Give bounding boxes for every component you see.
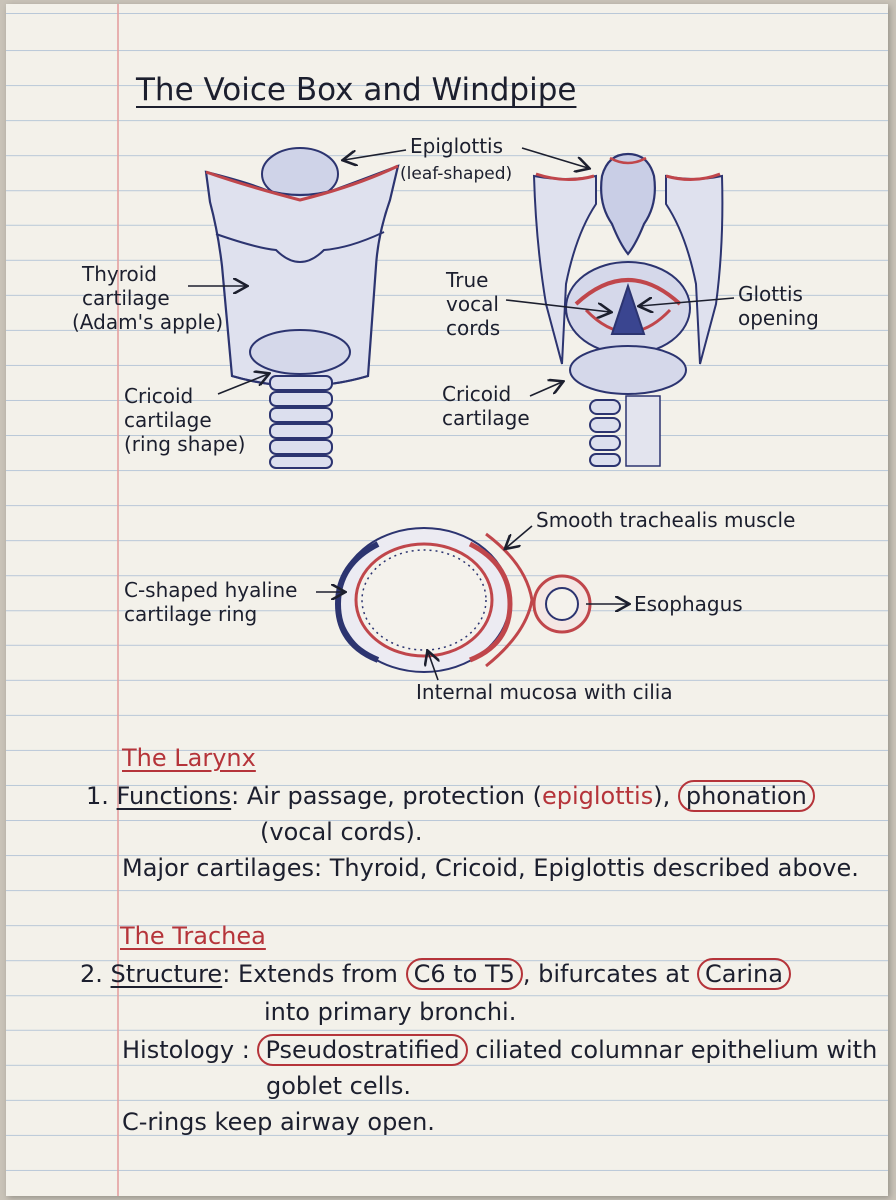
larynx-functions-line: 1. Functions: Air passage, protection (e… — [86, 780, 815, 812]
heading-trachea: The Trachea — [120, 922, 266, 950]
carina-circled: Carina — [697, 958, 791, 990]
label-esophagus: Esophagus — [634, 592, 743, 616]
label-internal-mucosa: Internal mucosa with cilia — [416, 680, 673, 704]
label-thyroid-cartilage: Thyroid cartilage (Adam's apple) — [72, 262, 224, 334]
larynx-major-cartilages: Major cartilages: Thyroid, Cricoid, Epig… — [122, 854, 859, 882]
phonation-circled: phonation — [677, 780, 815, 812]
structure-label: Structure — [110, 960, 223, 988]
larynx-anterior-drawing — [204, 147, 400, 469]
label-trachealis-muscle: Smooth trachealis muscle — [536, 508, 796, 532]
trachea-cross-section-drawing — [334, 527, 592, 673]
anatomy-drawings — [188, 147, 735, 681]
label-epiglottis-note: (leaf-shaped) — [400, 164, 513, 184]
trachea-c-rings-note: C-rings keep airway open. — [122, 1108, 435, 1136]
heading-larynx: The Larynx — [122, 744, 256, 772]
c6-t5-circled: C6 to T5 — [405, 958, 523, 990]
label-c-shaped-ring: C-shaped hyaline cartilage ring — [124, 578, 298, 626]
trachea-histology-line: Histology : Pseudostratified ciliated co… — [122, 1034, 878, 1066]
larynx-posterior-drawing — [532, 152, 724, 467]
pseudostratified-circled: Pseudostratified — [257, 1034, 468, 1066]
trachea-histology-line2: goblet cells. — [266, 1072, 412, 1100]
label-cricoid-cartilage-left: Cricoid cartilage (ring shape) — [124, 384, 246, 456]
epiglottis-highlight: epiglottis — [541, 782, 654, 810]
larynx-functions-line2: (vocal cords). — [260, 818, 423, 846]
label-epiglottis: Epiglottis — [410, 134, 504, 158]
label-glottis-opening: Glottis opening — [738, 282, 819, 330]
page-title: The Voice Box and Windpipe — [136, 72, 577, 108]
functions-label: Functions — [116, 782, 232, 810]
label-true-vocal-cords: True vocal cords — [446, 268, 501, 340]
trachea-structure-line2: into primary bronchi. — [264, 998, 517, 1026]
margin-line — [117, 4, 119, 1196]
trachea-structure-line: 2. Structure: Extends from C6 to T5, bif… — [80, 958, 791, 990]
label-cricoid-cartilage-right: Cricoid cartilage — [442, 382, 530, 430]
notebook-page: The Voice Box and Windpipe — [6, 4, 888, 1196]
